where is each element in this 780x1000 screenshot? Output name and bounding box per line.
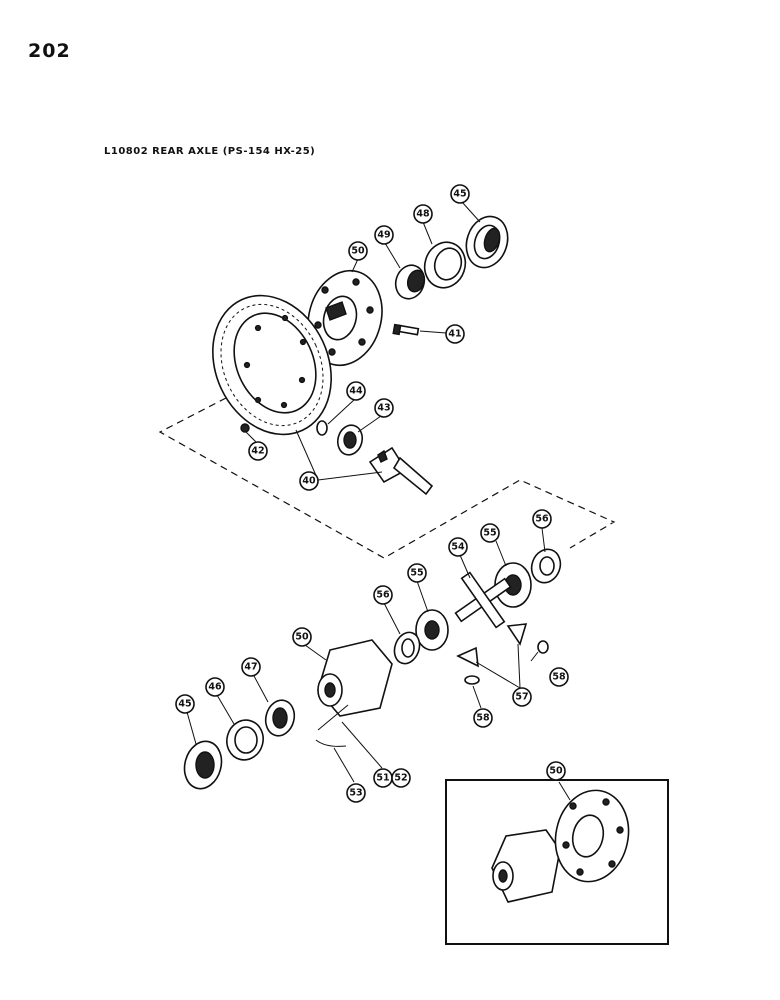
callout-52: 52 xyxy=(391,768,411,788)
callout-label: 45 xyxy=(178,699,191,710)
side-gear-55-left xyxy=(415,609,449,651)
inset-differential-assembly-50 xyxy=(491,789,630,903)
callout-47: 47 xyxy=(241,657,261,677)
callout-45-lower: 45 xyxy=(175,694,195,714)
callout-label: 55 xyxy=(410,568,423,579)
callout-49: 49 xyxy=(374,225,394,245)
callout-label: 56 xyxy=(376,590,390,601)
callout-55-left: 55 xyxy=(407,563,427,583)
callout-41: 41 xyxy=(445,324,465,344)
callout-label: 50 xyxy=(351,246,365,257)
differential-case-half-50-lower xyxy=(317,639,393,717)
callout-53: 53 xyxy=(346,783,366,803)
thrust-washer-56-right xyxy=(530,548,562,584)
callout-51: 51 xyxy=(373,768,393,788)
callout-label: 51 xyxy=(376,773,389,784)
callout-label: 50 xyxy=(549,766,563,777)
bolt-41 xyxy=(392,323,420,336)
callout-43: 43 xyxy=(374,398,394,418)
callout-label: 55 xyxy=(483,528,496,539)
callout-label: 50 xyxy=(295,632,309,643)
pinion-gear-57-upper xyxy=(506,623,528,646)
callout-58-lower: 58 xyxy=(473,708,493,728)
callout-label: 56 xyxy=(535,514,549,525)
callout-label: 40 xyxy=(302,476,316,487)
callout-50-upper: 50 xyxy=(348,241,368,261)
callout-58-right: 58 xyxy=(549,667,569,687)
bearing-cone-49 xyxy=(394,264,426,300)
callout-44: 44 xyxy=(346,381,366,401)
callout-label: 43 xyxy=(377,403,390,414)
callout-54: 54 xyxy=(448,537,468,557)
pinion-gear-40 xyxy=(368,446,434,496)
callout-56-left: 56 xyxy=(373,585,393,605)
callout-label: 52 xyxy=(394,773,407,784)
side-gear-55-right xyxy=(494,562,532,608)
bearing-cone-45-lower xyxy=(183,740,223,790)
callout-48: 48 xyxy=(413,204,433,224)
callout-label: 58 xyxy=(476,713,490,724)
callout-label: 45 xyxy=(453,189,466,200)
callout-label: 53 xyxy=(349,788,362,799)
nut-42 xyxy=(240,423,250,433)
washer-58-lower xyxy=(464,675,480,685)
callout-label: 49 xyxy=(377,230,390,241)
bearing-cup-46 xyxy=(226,719,264,761)
leader-lines xyxy=(186,201,571,801)
callout-50-lower: 50 xyxy=(292,627,312,647)
callout-label: 57 xyxy=(515,692,528,703)
callout-label: 42 xyxy=(251,446,264,457)
callout-label: 46 xyxy=(208,682,222,693)
page-number: 202 xyxy=(28,40,71,62)
callout-40: 40 xyxy=(299,471,319,491)
bearing-cup-48 xyxy=(423,241,467,289)
bearing-cone-45-upper xyxy=(465,215,509,269)
bearing-cone-47 xyxy=(264,699,296,737)
callout-label: 48 xyxy=(416,209,430,220)
callout-label: 47 xyxy=(244,662,257,673)
callout-57: 57 xyxy=(512,687,532,707)
callout-42: 42 xyxy=(248,441,268,461)
thrust-washer-56-left xyxy=(393,631,421,665)
callout-45-upper: 45 xyxy=(450,184,470,204)
callout-label: 58 xyxy=(552,672,566,683)
pinion-gear-57-lower xyxy=(456,646,479,668)
ring-gear-40 xyxy=(212,294,332,436)
washer-58-right xyxy=(537,640,549,654)
callout-56-right: 56 xyxy=(532,509,552,529)
differential-case-half-50-upper xyxy=(307,269,383,367)
pinion-bearing-43 xyxy=(336,424,364,456)
callout-50-inset: 50 xyxy=(546,761,566,781)
assembly-dashed-outline xyxy=(158,397,616,559)
callout-55-right: 55 xyxy=(480,523,500,543)
spider-cross-54 xyxy=(454,571,512,629)
callout-label: 41 xyxy=(448,329,461,340)
callout-label: 44 xyxy=(349,386,363,397)
snap-ring-44 xyxy=(316,420,328,436)
callout-label: 54 xyxy=(451,542,465,553)
lock-wire-53 xyxy=(315,739,347,747)
diagram-title: L10802 REAR AXLE (PS-154 HX-25) xyxy=(104,146,316,157)
callout-46: 46 xyxy=(205,677,225,697)
bolt-51-52 xyxy=(317,704,349,731)
